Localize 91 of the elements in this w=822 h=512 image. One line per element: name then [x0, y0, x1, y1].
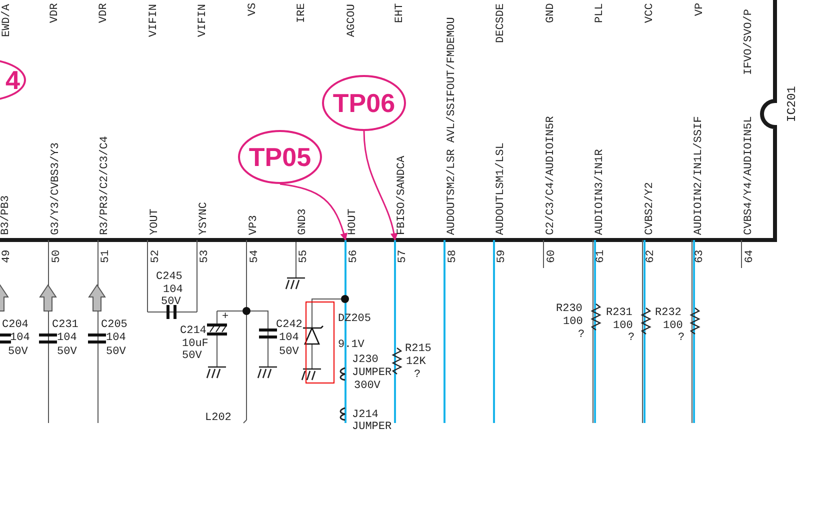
part-label: C245: [156, 272, 182, 283]
part-value: 50V: [182, 351, 202, 362]
pin-name: IRE: [297, 3, 308, 24]
pin-number: 52: [150, 250, 162, 263]
pin-name: VP: [695, 3, 706, 16]
pin-name: AUDOUTLSM1/LSL: [496, 142, 507, 235]
part-label: C204: [2, 320, 28, 331]
pin-name: PLL: [595, 3, 606, 24]
pin-name: AGCOU: [347, 3, 358, 36]
part-value: 50V: [8, 347, 28, 358]
pin-name: R3/PR3/C2/C3/C4: [100, 136, 111, 235]
test-point-ellipse: TP05: [238, 130, 322, 184]
test-point-ellipse: TP06: [322, 75, 406, 131]
part-value: 100: [613, 321, 633, 332]
pin-name: VCC: [645, 3, 656, 24]
part-label: R231: [606, 308, 632, 319]
pin-name: EHT: [395, 3, 406, 24]
part-value: JUMPER: [352, 422, 392, 433]
part-label: C214: [180, 326, 206, 337]
polarity-mark: +: [222, 312, 229, 323]
pin-name: EWD/A: [2, 3, 13, 36]
part-value: ?: [628, 333, 635, 344]
pin-number: 62: [646, 250, 656, 263]
pin-name: YSYNC: [199, 202, 210, 235]
pin-name: CVBS2/Y2: [644, 182, 656, 235]
pin-number: 64: [744, 250, 756, 263]
pin-name: AUDOUTSM2/LSR AVL/SSIFOUT/FMDEMOU: [446, 17, 458, 235]
pin-number: 55: [299, 250, 310, 263]
pin-name: GND: [546, 3, 557, 24]
pin-name: VIFIN: [198, 3, 209, 36]
pin-number: 63: [695, 250, 706, 263]
pin-name: AUDIOIN2/IN1L/SSIF: [694, 116, 705, 235]
part-label: C205: [101, 320, 128, 331]
part-label: R215: [405, 344, 432, 355]
part-value: 50V: [161, 297, 181, 308]
pin-name: VIFIN: [149, 3, 160, 36]
part-value: 50V: [57, 347, 77, 358]
part-value: 104: [10, 333, 30, 344]
part-value: JUMPER: [352, 368, 392, 379]
pin-name: C2/C3/C4/AUDIOIN5R: [546, 116, 556, 235]
part-value: 100: [663, 321, 683, 332]
pin-number: 60: [546, 250, 558, 263]
pin-name: YOUT: [150, 208, 160, 235]
part-value: 50V: [279, 347, 299, 358]
pin-number: 50: [52, 250, 62, 263]
part-value: 104: [106, 333, 126, 344]
part-label: R232: [655, 308, 682, 319]
pin-number: 58: [448, 250, 458, 263]
pin-name: IFVO/SVO/P: [744, 8, 755, 75]
pin-name: VDR: [50, 3, 61, 24]
pin-name: VS: [248, 3, 259, 16]
part-value: ?: [578, 330, 585, 341]
part-label: L202: [205, 413, 232, 424]
part-value: ?: [414, 370, 421, 381]
part-value: 104: [163, 285, 183, 296]
part-value: 100: [563, 317, 583, 328]
pin-number: 54: [250, 250, 260, 263]
pin-number: 59: [497, 250, 508, 263]
pin-name: VP3: [248, 215, 260, 235]
test-point-ellipse: 4: [0, 58, 26, 102]
pin-number: 53: [200, 250, 211, 263]
part-label: IC201: [786, 86, 798, 122]
pin-name: B3/PB3: [1, 195, 12, 235]
part-label: J230: [352, 355, 378, 366]
part-value: 104: [57, 333, 77, 344]
pin-name: AUDIOIN3/IN1R: [595, 149, 606, 235]
pin-name: GND3: [298, 208, 309, 235]
part-label: C242: [276, 320, 302, 331]
pin-number: 51: [101, 250, 112, 263]
pin-name: FBISO/SANDCA: [397, 156, 408, 235]
pin-name: VDR: [99, 3, 110, 24]
pin-name: CVBS4/Y4/AUDIOIN5L: [744, 116, 754, 235]
part-value: 50V: [106, 347, 126, 358]
part-value: 104: [279, 333, 299, 344]
part-value: 10uF: [182, 339, 208, 350]
part-label: R230: [556, 304, 582, 315]
pin-name: HOUT: [348, 208, 358, 235]
ic-body: [0, 0, 777, 242]
pin-number: 57: [398, 250, 409, 263]
pin-number: 56: [348, 250, 360, 263]
pin-number: 61: [596, 250, 607, 263]
part-label: J214: [352, 410, 378, 421]
pin-number: 49: [2, 250, 13, 263]
part-value: ?: [678, 333, 685, 344]
part-value: 300V: [354, 381, 380, 392]
pointer-arrow: [363, 130, 398, 241]
pin-name: DECSDE: [496, 4, 507, 44]
pin-name: G3/Y3/CVBS3/Y3: [50, 142, 62, 235]
part-value: 12K: [406, 357, 426, 368]
pointer-arrow: [280, 183, 348, 241]
part-label: C231: [52, 320, 78, 331]
